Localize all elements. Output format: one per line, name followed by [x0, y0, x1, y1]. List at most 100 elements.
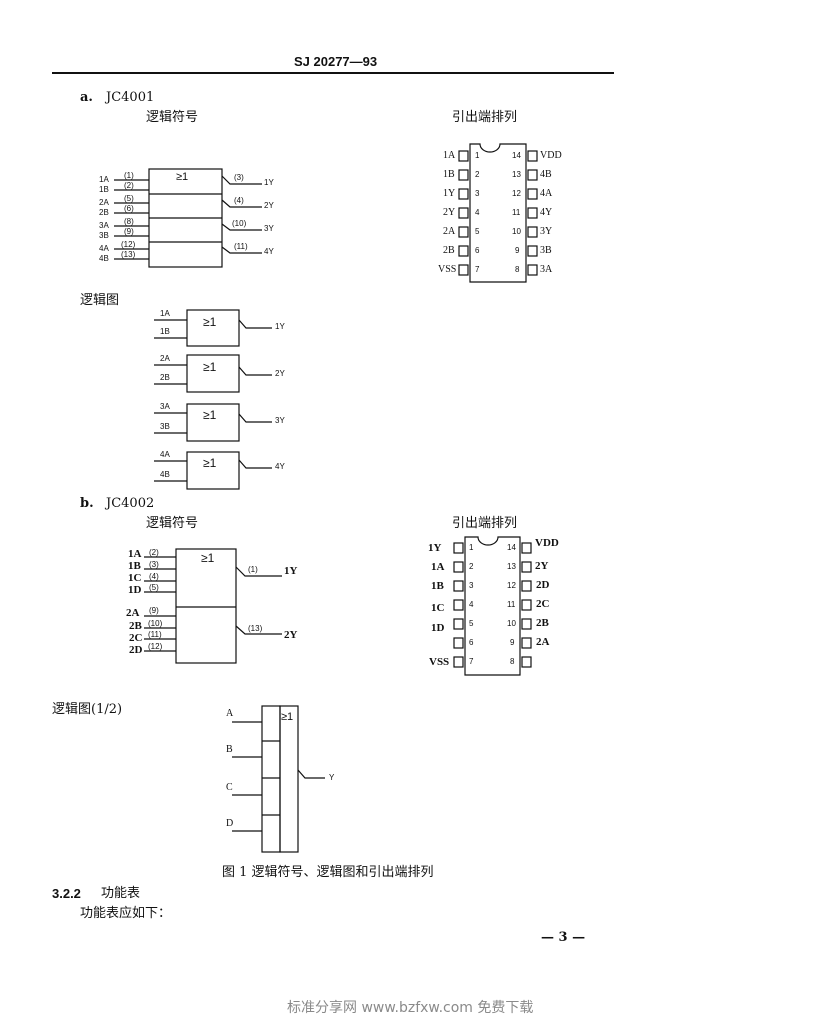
output-pin: (10) [232, 219, 247, 228]
input-pin: (3) [149, 560, 159, 569]
input-label: 2C [129, 632, 143, 644]
input-pin: (2) [124, 181, 134, 190]
pin-right-name: 4Y [540, 207, 553, 218]
pin-right-name: 2C [536, 598, 550, 610]
input-label: 1A [99, 175, 109, 184]
pin-left-num: 6 [475, 246, 480, 255]
gate-symbol: ≥1 [203, 315, 217, 329]
pin-right-name: 2Y [535, 560, 549, 572]
watermark-footer: 标准分享网 www.bzfxw.com 免费下载 [287, 1000, 534, 1016]
pin-right-num: 10 [512, 227, 521, 236]
pin-right-name: 2B [536, 617, 549, 629]
gate-symbol: ≥1 [281, 711, 294, 723]
pin-left-num: 5 [469, 619, 474, 628]
part-b-label: b. [80, 496, 94, 511]
pin-left-name: 2A [443, 226, 456, 237]
header-rule [52, 72, 614, 74]
gate-output-label: 1Y [275, 322, 285, 331]
pin-right-num: 8 [510, 657, 515, 666]
output-pin: (1) [248, 565, 258, 574]
pin-right-num: 13 [512, 170, 521, 179]
gate-output-label: 3Y [275, 416, 285, 425]
output-label: 1Y [284, 565, 298, 577]
pin-right-num: 10 [507, 619, 516, 628]
gate-symbol: ≥1 [203, 408, 217, 422]
output-pin: (3) [234, 173, 244, 182]
pin-right-name: VDD [540, 150, 562, 161]
pin-left-name: 1A [431, 561, 445, 573]
input-label: 3A [99, 221, 109, 230]
pin-right-num: 9 [510, 638, 515, 647]
output-label: 1Y [264, 178, 274, 187]
input-pin: (6) [124, 204, 134, 213]
input-label: 2B [129, 620, 142, 632]
pin-left-name: 1B [443, 169, 455, 180]
section-title: 功能表 [101, 886, 141, 901]
gate-symbol: ≥1 [176, 171, 189, 183]
input-pin: (5) [124, 194, 134, 203]
pin-left-name: 1D [431, 622, 445, 634]
part-b-logic-title: 逻辑图(1/2) [52, 702, 123, 717]
input-label: 1A [128, 548, 142, 560]
part-b-device: JC4002 [106, 496, 155, 511]
part-a-device: JC4001 [106, 90, 155, 105]
gate-input-label: C [226, 782, 233, 793]
pin-right-name: 2D [536, 579, 550, 591]
input-label: 1D [128, 584, 142, 596]
pin-left-num: 1 [475, 151, 480, 160]
output-label: 2Y [264, 201, 274, 210]
gate-input-label: B [226, 744, 233, 755]
input-label: 1C [128, 572, 142, 584]
pin-left-num: 3 [475, 189, 480, 198]
gate-symbol: ≥1 [203, 360, 217, 374]
gate-symbol: ≥1 [203, 456, 217, 470]
input-pin: (8) [124, 217, 134, 226]
figure-caption: 图 1 逻辑符号、逻辑图和引出端排列 [222, 865, 434, 880]
pin-left-name: 2B [443, 245, 455, 256]
gate-input-label: 2A [160, 354, 170, 363]
gate-output-label: Y [329, 773, 335, 782]
input-label: 2A [99, 198, 109, 207]
input-pin: (12) [148, 642, 163, 651]
input-label: 4B [99, 254, 109, 263]
input-pin: (1) [124, 171, 134, 180]
input-label: 2B [99, 208, 109, 217]
input-pin: (12) [121, 240, 136, 249]
pin-left-num: 3 [469, 581, 474, 590]
pin-left-num: 4 [469, 600, 474, 609]
pin-left-name: VSS [429, 656, 450, 668]
gate-input-label: 2B [160, 373, 170, 382]
pin-left-name: 1Y [443, 188, 456, 199]
gate-input-label: 4A [160, 450, 170, 459]
input-label: 2A [126, 607, 140, 619]
part-a-label: a. [80, 90, 93, 105]
pin-left-name: 1C [431, 602, 445, 614]
input-pin: (9) [149, 606, 159, 615]
input-label: 2D [129, 644, 143, 656]
pin-right-num: 13 [507, 562, 516, 571]
section-body: 功能表应如下： [80, 906, 172, 921]
pin-right-num: 12 [512, 189, 521, 198]
pin-left-num: 7 [475, 265, 480, 274]
input-pin: (10) [148, 619, 163, 628]
pin-left-name: 1B [431, 580, 444, 592]
gate-input-label: 4B [160, 470, 170, 479]
pin-right-name: 4A [540, 188, 553, 199]
gate-output-label: 4Y [275, 462, 285, 471]
pin-left-num: 5 [475, 227, 480, 236]
gate-input-label: D [226, 818, 234, 829]
input-pin: (11) [148, 630, 162, 639]
pin-right-num: 12 [507, 581, 516, 590]
pin-right-name: VDD [535, 537, 559, 549]
input-label: 1B [128, 560, 141, 572]
part-b-pinout-title: 引出端排列 [452, 516, 518, 531]
input-pin: (13) [121, 250, 136, 259]
output-pin: (4) [234, 196, 244, 205]
pin-left-num: 2 [469, 562, 474, 571]
part-a-pinout-title: 引出端排列 [452, 110, 518, 125]
